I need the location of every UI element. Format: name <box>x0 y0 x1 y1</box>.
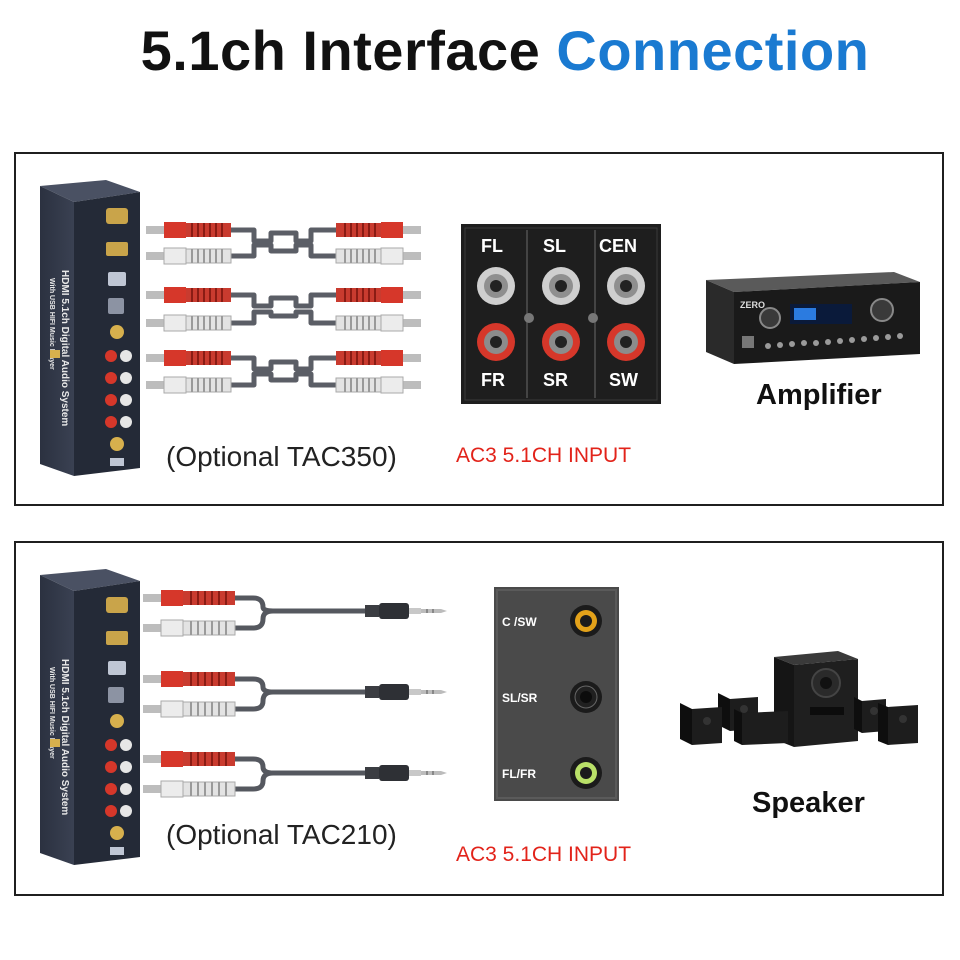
device-name: HDMI 5.1ch Digital Audio System <box>59 659 70 815</box>
jack-red <box>477 323 645 361</box>
page-title: 5.1ch Interface Connection <box>0 18 960 83</box>
jack-label-slsr: SL/SR <box>502 691 538 705</box>
audio-device-image: HDMI 5.1ch Digital Audio System With USB… <box>36 569 146 869</box>
jack-label-fr: FR <box>481 370 505 390</box>
amplifier-image: ZERO <box>698 272 923 367</box>
speaker-label: Speaker <box>752 787 865 820</box>
minijack-input-panel: C /SW SL/SR FL/FR <box>494 587 619 801</box>
amplifier-brand: ZERO <box>740 300 765 310</box>
panel-tac350: HDMI 5.1ch Digital Audio System With USB… <box>14 152 944 506</box>
jack-label-cen: CEN <box>599 236 637 256</box>
jack-label-sl: SL <box>543 236 566 256</box>
rca-35mm-cables <box>143 581 453 811</box>
title-accent: Connection <box>556 19 869 82</box>
amplifier-label: Amplifier <box>756 379 882 412</box>
rca-rca-cables <box>146 204 421 399</box>
cable-caption-tac350: (Optional TAC350) <box>166 441 397 473</box>
speaker-image <box>678 647 923 757</box>
jack-label-flfr: FL/FR <box>502 767 536 781</box>
input-caption-top: AC3 5.1CH INPUT <box>456 444 631 468</box>
jack-label-csw: C /SW <box>502 615 537 629</box>
jack-label-sw: SW <box>609 370 638 390</box>
jack-label-sr: SR <box>543 370 568 390</box>
input-caption-bottom: AC3 5.1CH INPUT <box>456 843 631 867</box>
jack-white <box>477 267 645 305</box>
rca-input-panel: FL SL CEN FR SR SW <box>461 224 661 404</box>
cable-caption-tac210: (Optional TAC210) <box>166 819 397 851</box>
title-main: 5.1ch Interface <box>141 19 541 82</box>
device-name: HDMI 5.1ch Digital Audio System <box>59 270 70 426</box>
jack-label-fl: FL <box>481 236 503 256</box>
panel-tac210: HDMI 5.1ch Digital Audio System With USB… <box>14 541 944 896</box>
audio-device-image: HDMI 5.1ch Digital Audio System With USB… <box>36 180 146 480</box>
